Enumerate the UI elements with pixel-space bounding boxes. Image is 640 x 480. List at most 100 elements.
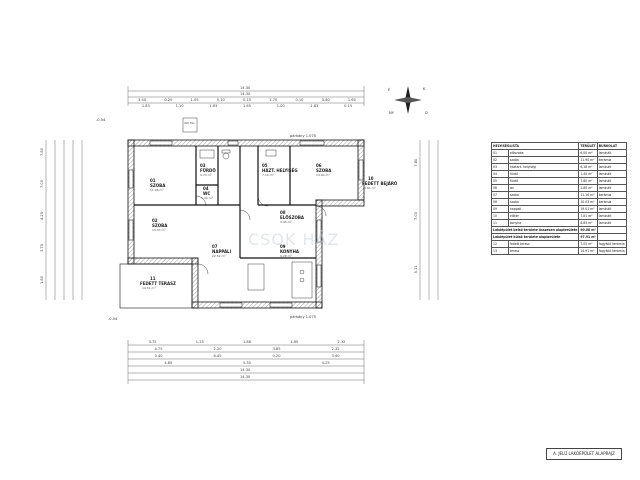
level-mark-top: -0.54 (96, 118, 106, 122)
table-cell: 19.01 m² (578, 205, 598, 213)
table-cell: szoba (507, 198, 580, 206)
room-01-area: 11.98 m² (150, 188, 164, 192)
table-cell: 04 (491, 170, 509, 178)
room-10-name: FEDETT BEJÁRÓ (362, 181, 398, 186)
left-dim-segment: 1.80 (40, 275, 44, 284)
room-07-name: NAPPALI (212, 249, 232, 254)
table-cell: laminált (596, 177, 627, 185)
table-cell: előszoba (507, 149, 580, 157)
table-cell: nappali (507, 205, 580, 213)
room-06-name: SZOBA (316, 168, 332, 173)
sum1-value: 90.08 m² (578, 226, 598, 234)
compass-east: K (423, 87, 426, 91)
room-01-no: 01 (150, 178, 156, 183)
room-04-name: WC (203, 191, 210, 196)
table-cell: 6.18 m² (578, 163, 598, 171)
table-cell: 7.81 m² (578, 212, 598, 220)
right-dim-segment: 7.80 (414, 158, 418, 167)
table-cell: fagyálló kerámia (596, 240, 627, 248)
windows (128, 140, 364, 308)
table-header-rooms: HELYISÉGLISTA (490, 142, 580, 150)
table-sum1-row: Lakóépület belső területe összesen alapt… (490, 226, 627, 234)
top-dim-segment: 0.20 (164, 98, 173, 102)
kitchen-counter (291, 261, 313, 299)
top-dim-segment: 1.70 (269, 98, 278, 102)
compass-south: D (425, 111, 428, 115)
table-cell: laminált (596, 212, 627, 220)
bottom-dim-segment: 3.75 (149, 340, 157, 344)
bottom-dim-segment: 1.88 (243, 340, 252, 344)
table-cell: 05 (491, 177, 509, 185)
bottom-dim-segment: 1.25 (196, 340, 204, 344)
table-cell: kerámia (596, 198, 627, 206)
table-header-floor: BURKOLAT (596, 142, 627, 150)
top-dim-segment: 1.83 (209, 104, 217, 108)
table-cell: 13 (491, 247, 509, 255)
table-cell: laminált (596, 205, 627, 213)
room-09-name: KONYHA (280, 249, 300, 254)
table-cell: 06 (491, 184, 509, 192)
left-dimension-lines (45, 140, 83, 300)
top-dim-segment: 0.15 (344, 104, 352, 108)
bottom-dim-segment: 6.45 (214, 354, 222, 358)
room-03-area: 4.74 m² (200, 173, 213, 177)
room-04-no: 04 (203, 186, 209, 191)
bottom-dim-segment: 2.20 (214, 347, 223, 351)
left-dim-segment: 7.00 (40, 179, 44, 188)
room-10-area: 3.81 m² (364, 186, 377, 190)
table-cell: konyha (507, 219, 580, 227)
table-cell: terasz (507, 247, 580, 255)
table-cell: fagyálló kerámia (596, 247, 627, 255)
table-cell: 02 (491, 156, 509, 164)
top-dim-segment: 0.15 (243, 98, 251, 102)
room-02-area: 13.33 m² (152, 228, 166, 232)
top-dim-segment: 1.00 (277, 104, 286, 108)
room-05-no: 05 (262, 163, 268, 168)
top-dim-segment: 1.60 (348, 98, 357, 102)
table-cell: laminált (596, 170, 627, 178)
compass-west: NY (389, 111, 395, 115)
table-cell: laminált (596, 149, 627, 157)
bottom-dim-segment: 3.40 (332, 354, 341, 358)
top-dim-segment: 1.65 (243, 104, 251, 108)
table-cell: 7.05 m² (578, 240, 598, 248)
room-08-no: 08 (280, 210, 286, 215)
roof-edge-bottom: párkány 1.075 (290, 315, 316, 319)
room-05-name: HÁZT. HELYISÉG (262, 168, 298, 173)
top-dim-segment: 1.83 (310, 104, 318, 108)
room-07-no: 07 (212, 244, 218, 249)
table-cell: kerámia (596, 191, 627, 199)
level-mark-bottom: -0.54 (108, 317, 118, 321)
table-cell: 11.16 m² (578, 191, 598, 199)
bottom-dim-segment: 2.32 (332, 347, 340, 351)
table-cell: 11.90 m² (578, 156, 598, 164)
left-dim-segment: 4.25 (40, 212, 44, 220)
table-cell: fürdő (507, 170, 580, 178)
room-06-no: 06 (316, 163, 322, 168)
room-10-no: 10 (368, 176, 374, 181)
table-cell: 11 (491, 219, 509, 227)
table-cell: 14.91 m² (578, 247, 598, 255)
sum1-label: Lakóépület belső területe összesen alapt… (490, 226, 580, 234)
table-cell: kerámia (596, 156, 627, 164)
room-08-name: ELŐSZOBA (280, 215, 305, 220)
bottom-dim-segment: 4.25 (322, 361, 330, 365)
table-sum2-row: Lakóépület külső területe alapterülete 9… (490, 233, 627, 241)
room-02-no: 02 (152, 218, 158, 223)
table-cell: szoba (507, 156, 580, 164)
room-03-no: 03 (200, 163, 206, 168)
table-cell: háztart. helyiség (507, 163, 580, 171)
top-overall-dim: 14.30 (240, 86, 251, 90)
room-07-area: 22.52 m² (212, 254, 226, 258)
bottom-dim-segment: 5.30 (243, 361, 252, 365)
table-cell: 1.40 m² (578, 170, 598, 178)
